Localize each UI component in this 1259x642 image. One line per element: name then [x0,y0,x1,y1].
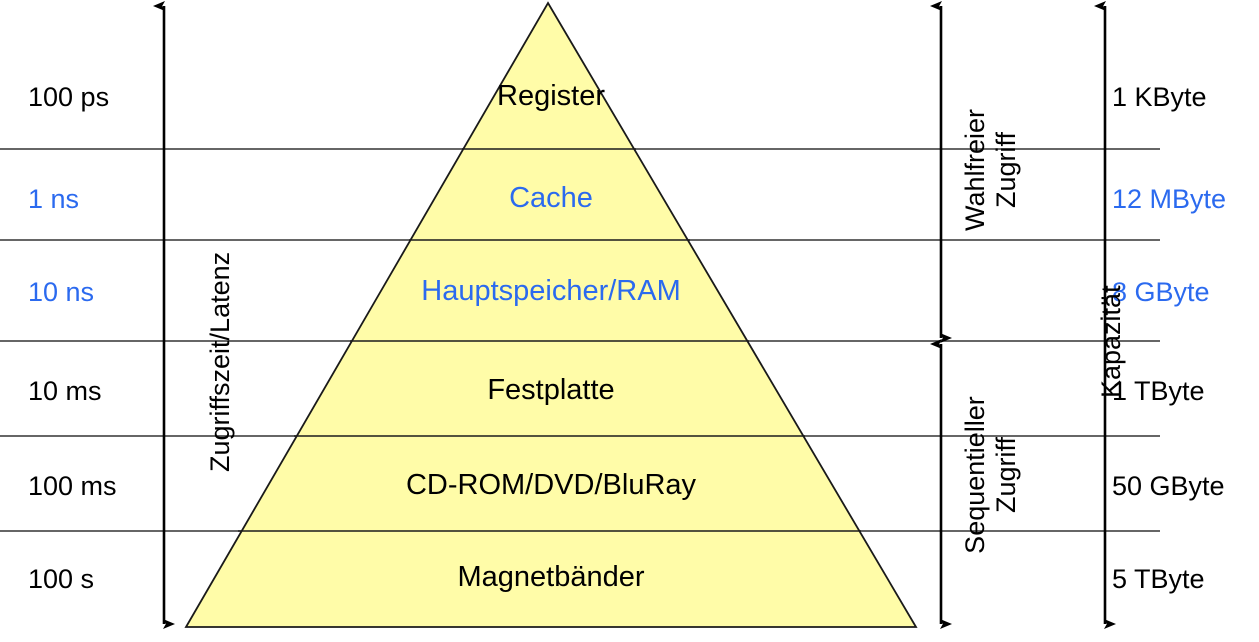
capacity-value-cache: 12 MByte [1112,184,1227,214]
tier-name-register: Register [497,80,605,112]
pyramid-separator-group [238,148,861,532]
capacity-value-ram: 8 GByte [1112,277,1210,307]
tier-name-optical: CD-ROM/DVD/BluRay [405,469,697,501]
latency-value-ram: 10 ns [28,277,95,307]
random-access-caption-line-2: Zugriff [991,131,1021,209]
sequential-access-caption-line-1: Sequentieller [960,396,990,554]
sequential-access-caption: Sequentieller Zugriff [960,340,1022,610]
latency-value-tape: 100 s [28,564,95,594]
latency-value-cache: 1 ns [28,184,80,214]
tier-name-cache: Cache [509,182,593,214]
capacity-axis-caption: Kapazität [1096,285,1126,398]
tier-name-hdd: Festplatte [487,374,615,406]
capacity-value-register: 1 KByte [1112,82,1207,112]
capacity-value-hdd: 1 TByte [1112,376,1205,406]
pyramid-shape [184,1,918,628]
latency-axis-caption: Zugriffszeit/Latenz [205,251,235,472]
latency-value-register: 100 ps [28,82,110,112]
capacity-value-tape: 5 TByte [1112,564,1205,594]
latency-value-optical: 100 ms [28,471,117,501]
latency-value-hdd: 10 ms [28,376,102,406]
tier-name-tape: Magnetbänder [457,561,645,593]
random-access-caption-line-1: Wahlfreier [960,108,990,232]
tier-name-ram: Hauptspeicher/RAM [421,275,681,307]
sequential-access-caption-line-2: Zugriff [991,436,1021,514]
random-access-caption: Wahlfreier Zugriff [960,20,1022,320]
capacity-value-optical: 50 GByte [1112,471,1225,501]
